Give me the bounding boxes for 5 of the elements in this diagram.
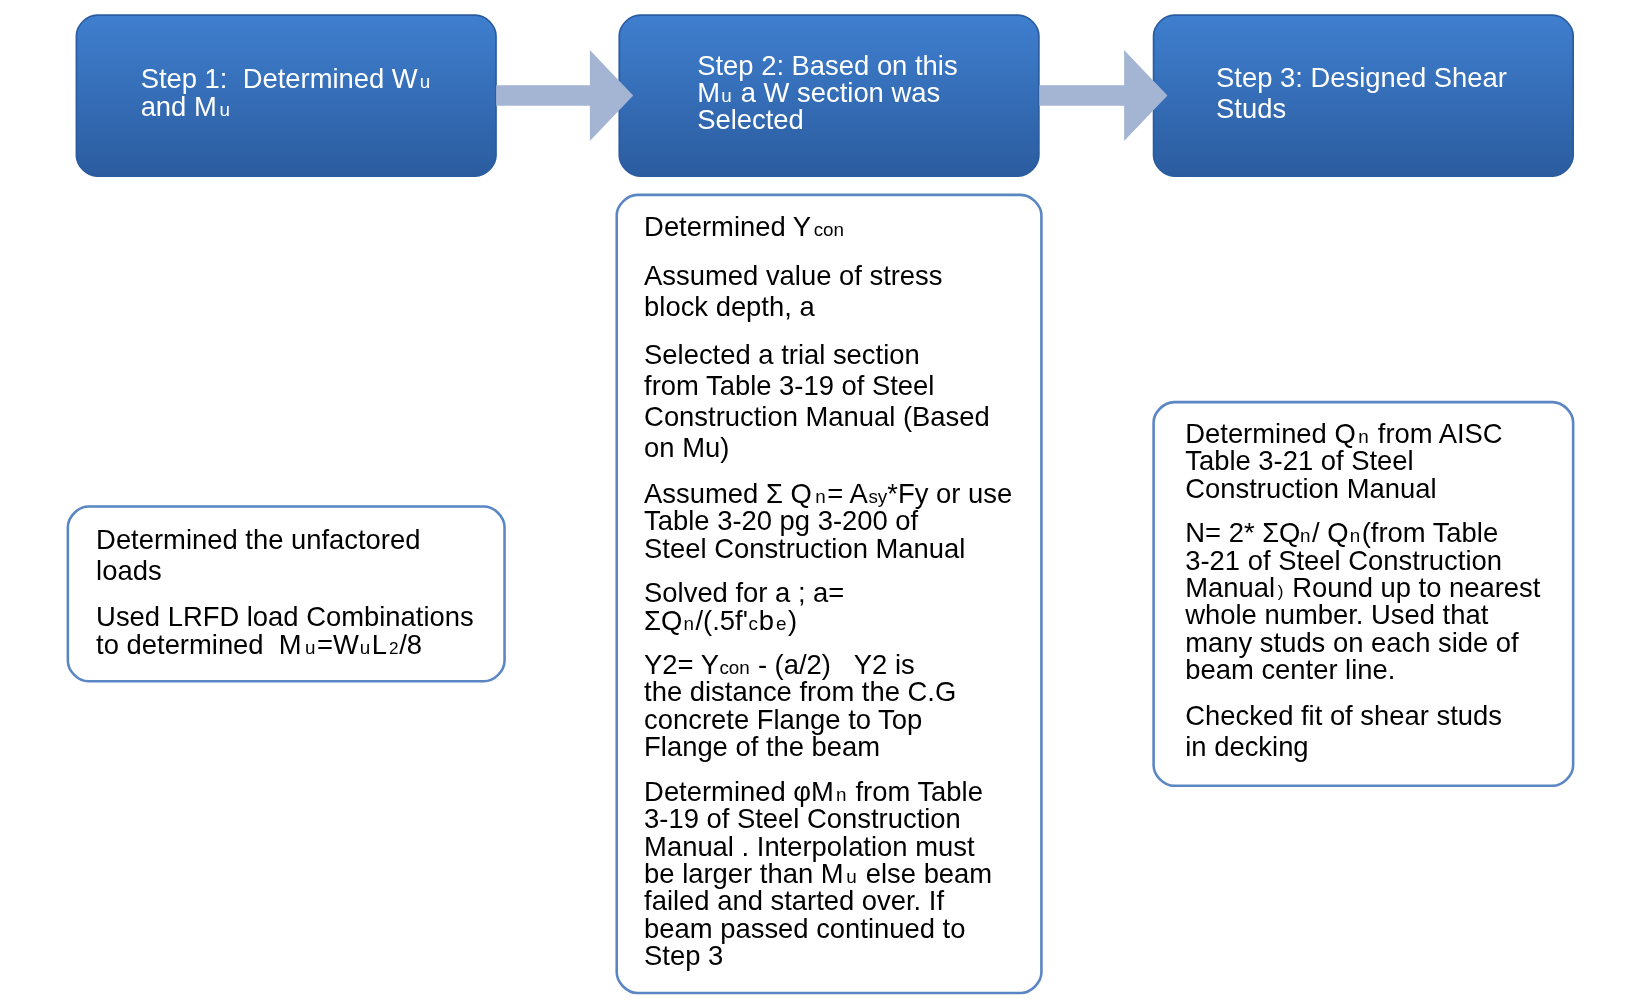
arrow xyxy=(496,50,634,142)
node-box: Determined Qn from AISC Table 3-21 of Steel Construction Manual N= 2* ΣQn/ Qn(from Table 3-21 of Steel Construction Manual) Round up to nearest whole number. Used that many studs on each side of beam center line. Checked fit of shear studs in decking xyxy=(1152,400,1575,787)
node-box: Step 3: Designed Shear Studs xyxy=(1152,14,1574,177)
arrow xyxy=(1039,50,1168,141)
node-box: Step 2: Based on this Mu a W section was Selected xyxy=(618,14,1040,177)
